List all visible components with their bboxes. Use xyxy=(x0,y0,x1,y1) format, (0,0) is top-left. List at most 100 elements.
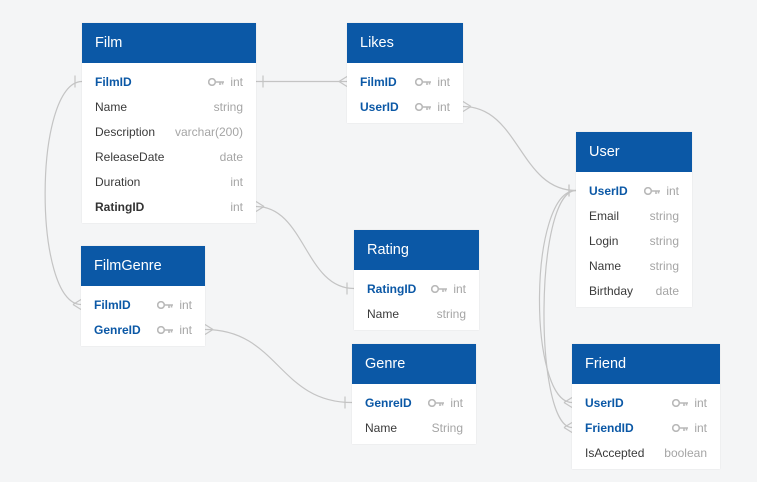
many-marker xyxy=(563,421,573,434)
column-row[interactable]: FilmID int xyxy=(347,69,463,94)
column-row[interactable]: GenreID int xyxy=(81,317,205,342)
table-header-film[interactable]: Film xyxy=(82,23,256,63)
column-type-label: int xyxy=(230,75,243,89)
column-type-label: string xyxy=(649,209,679,223)
column-type: string xyxy=(650,209,679,223)
key-icon xyxy=(157,298,179,312)
column-type-label: int xyxy=(694,396,707,410)
column-type-label: int xyxy=(437,100,450,114)
column-type-label: boolean xyxy=(664,446,707,460)
table-header-likes[interactable]: Likes xyxy=(347,23,463,63)
link-filmgenre-genre xyxy=(204,328,353,404)
table-header-rating[interactable]: Rating xyxy=(354,230,479,270)
column-type: int xyxy=(157,298,192,312)
key-icon xyxy=(672,396,694,410)
column-type-label: int xyxy=(230,175,243,189)
column-name: FilmID xyxy=(95,75,132,89)
table-header-friend[interactable]: Friend xyxy=(572,344,720,384)
column-row[interactable]: Email string xyxy=(576,203,692,228)
column-type-label: int xyxy=(437,75,450,89)
column-type-label: int xyxy=(694,421,707,435)
many-marker xyxy=(462,100,472,113)
column-name: UserID xyxy=(585,396,624,410)
column-name: UserID xyxy=(360,100,399,114)
column-name: RatingID xyxy=(95,200,145,214)
key-icon xyxy=(415,100,437,114)
table-header-filmgenre[interactable]: FilmGenre xyxy=(81,246,205,286)
key-icon xyxy=(415,75,437,89)
table-header-user[interactable]: User xyxy=(576,132,692,172)
column-type: date xyxy=(220,150,243,164)
column-row[interactable]: UserID int xyxy=(572,390,720,415)
column-type-label: int xyxy=(453,282,466,296)
column-type: string xyxy=(650,234,679,248)
column-type-label: date xyxy=(655,284,679,298)
column-type: int xyxy=(431,282,466,296)
column-type: String xyxy=(432,421,463,435)
many-marker xyxy=(204,323,214,336)
column-type: int xyxy=(230,200,243,214)
column-type: int xyxy=(672,396,707,410)
column-type-label: string xyxy=(213,100,243,114)
column-type: int xyxy=(230,175,243,189)
column-row[interactable]: FilmID int xyxy=(82,69,256,94)
column-type-label: string xyxy=(649,259,679,273)
column-name: Email xyxy=(589,209,620,223)
column-type: boolean xyxy=(664,446,707,460)
column-name: GenreID xyxy=(94,323,141,337)
key-icon xyxy=(428,396,450,410)
column-row[interactable]: RatingID int xyxy=(82,194,256,219)
column-name: Description xyxy=(95,125,156,139)
column-name: Duration xyxy=(95,175,141,189)
column-row[interactable]: UserID int xyxy=(576,178,692,203)
column-type-label: int xyxy=(179,298,192,312)
column-type-label: int xyxy=(230,200,243,214)
column-name: GenreID xyxy=(365,396,412,410)
column-type-label: int xyxy=(666,184,679,198)
many-marker xyxy=(563,396,573,409)
column-type: string xyxy=(437,307,466,321)
column-type: varchar(200) xyxy=(175,125,243,139)
column-row[interactable]: Description varchar(200) xyxy=(82,119,256,144)
column-type: int xyxy=(672,421,707,435)
column-type-label: date xyxy=(219,150,243,164)
column-row[interactable]: Duration int xyxy=(82,169,256,194)
column-type-label: int xyxy=(179,323,192,337)
many-marker xyxy=(72,298,82,311)
link-film-filmgenre xyxy=(44,80,83,306)
column-type: int xyxy=(428,396,463,410)
column-type: date xyxy=(656,284,679,298)
table-header-genre[interactable]: Genre xyxy=(352,344,476,384)
column-row[interactable]: UserID int xyxy=(347,94,463,119)
column-name: FilmID xyxy=(360,75,397,89)
column-type-label: int xyxy=(450,396,463,410)
link-film-rating xyxy=(255,205,355,290)
column-name: UserID xyxy=(589,184,628,198)
column-row[interactable]: GenreID int xyxy=(352,390,476,415)
